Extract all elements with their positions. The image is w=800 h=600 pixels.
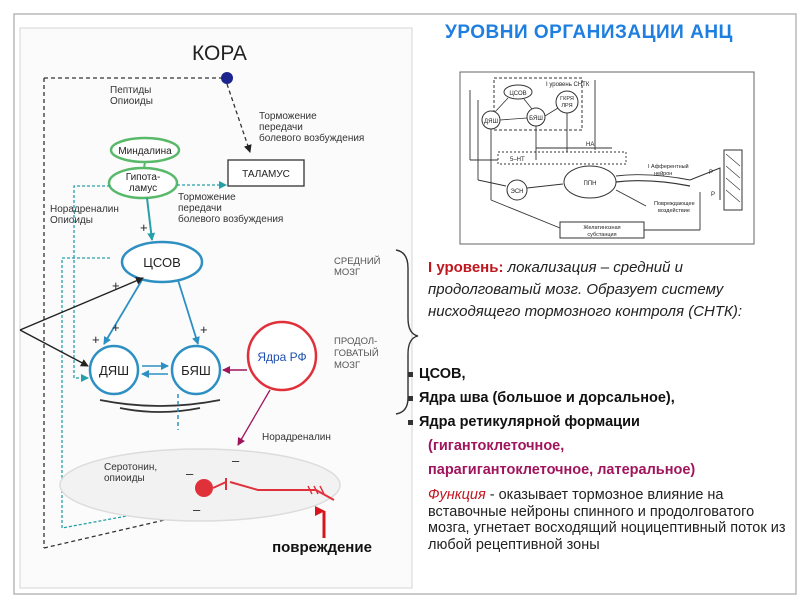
thalamus-label: ТАЛАМУС [242, 169, 290, 180]
svg-text:–: – [186, 466, 194, 481]
byash-label: БЯШ [181, 363, 211, 378]
svg-text:5–НТ: 5–НТ [510, 157, 525, 163]
svg-text:–: – [232, 453, 240, 468]
svg-text:ЦСОВ: ЦСОВ [509, 91, 526, 97]
csov-label: ЦСОВ [143, 255, 181, 270]
bullet-icon [408, 395, 413, 401]
list-item: Ядра ретикулярной формации [408, 410, 800, 434]
function-title: Функция [428, 487, 486, 503]
svg-text:ДЯШ: ДЯШ [484, 119, 498, 125]
function-body: - оказывает тормозное влияние на вставоч… [428, 487, 786, 553]
level-body: локализация – средний и продолговатый мо… [428, 259, 743, 320]
svg-text:+: + [92, 332, 100, 347]
damage-label: повреждение [272, 539, 372, 556]
nuclei-bottom-arc [99, 399, 221, 407]
svg-text:–: – [193, 502, 201, 517]
cortex-dot [221, 72, 233, 84]
list-item: Ядра шва (большое и дорсальное), [408, 386, 800, 410]
list-item: ЦСОВ, [408, 362, 800, 386]
structures-list: ЦСОВ, Ядра шва (большое и дорсальное), Я… [408, 362, 800, 482]
svg-text:Р: Р [709, 170, 713, 176]
dorsal-horn-neuron [195, 479, 213, 497]
svg-text:БЯШ: БЯШ [529, 116, 543, 122]
function-description: Функция - оказывает тормозное влияние на… [428, 487, 798, 553]
svg-text:I уровень СНТК: I уровень СНТК [546, 82, 590, 88]
level-brace [395, 249, 419, 415]
dyash-node [88, 344, 140, 396]
hypothalamus-label: Гипота-ламус [126, 172, 161, 194]
svg-text:+: + [112, 278, 120, 293]
amygdala-label: Миндалина [118, 146, 172, 157]
svg-text:ЭСН: ЭСН [511, 189, 524, 195]
dyash-label: ДЯШ [99, 363, 129, 378]
slide-title: УРОВНИ ОРГАНИЗАЦИИ АНЦ [445, 22, 733, 43]
thalamus-box [227, 159, 305, 187]
rf-subnuclei-line: (гигантоклеточное, [428, 438, 565, 454]
svg-text:ППН: ППН [584, 181, 597, 187]
svg-text:Р: Р [711, 192, 715, 198]
svg-text:НА: НА [586, 142, 594, 148]
rf-nuclei-node [246, 320, 318, 392]
rf-subnuclei-line: парагигантоклеточное, латеральное) [428, 462, 696, 478]
kora-label: КОРА [192, 42, 247, 65]
svg-text:+: + [112, 320, 120, 335]
bullet-icon [408, 419, 413, 425]
hypothalamus-node [107, 166, 179, 200]
svg-text:+: + [140, 220, 148, 235]
bullet-icon [408, 371, 413, 377]
serotonin-label: Серотонин,опиоиды [104, 462, 157, 484]
level-description: I уровень: локализация – средний и продо… [428, 257, 798, 323]
level-title: I уровень: [428, 259, 504, 276]
noradrenaline-right-label: Норадреналин [262, 432, 331, 443]
byash-node [170, 344, 222, 396]
rf-nuclei-label: Ядра РФ [257, 350, 306, 364]
csov-node [120, 240, 204, 284]
svg-text:+: + [200, 322, 208, 337]
